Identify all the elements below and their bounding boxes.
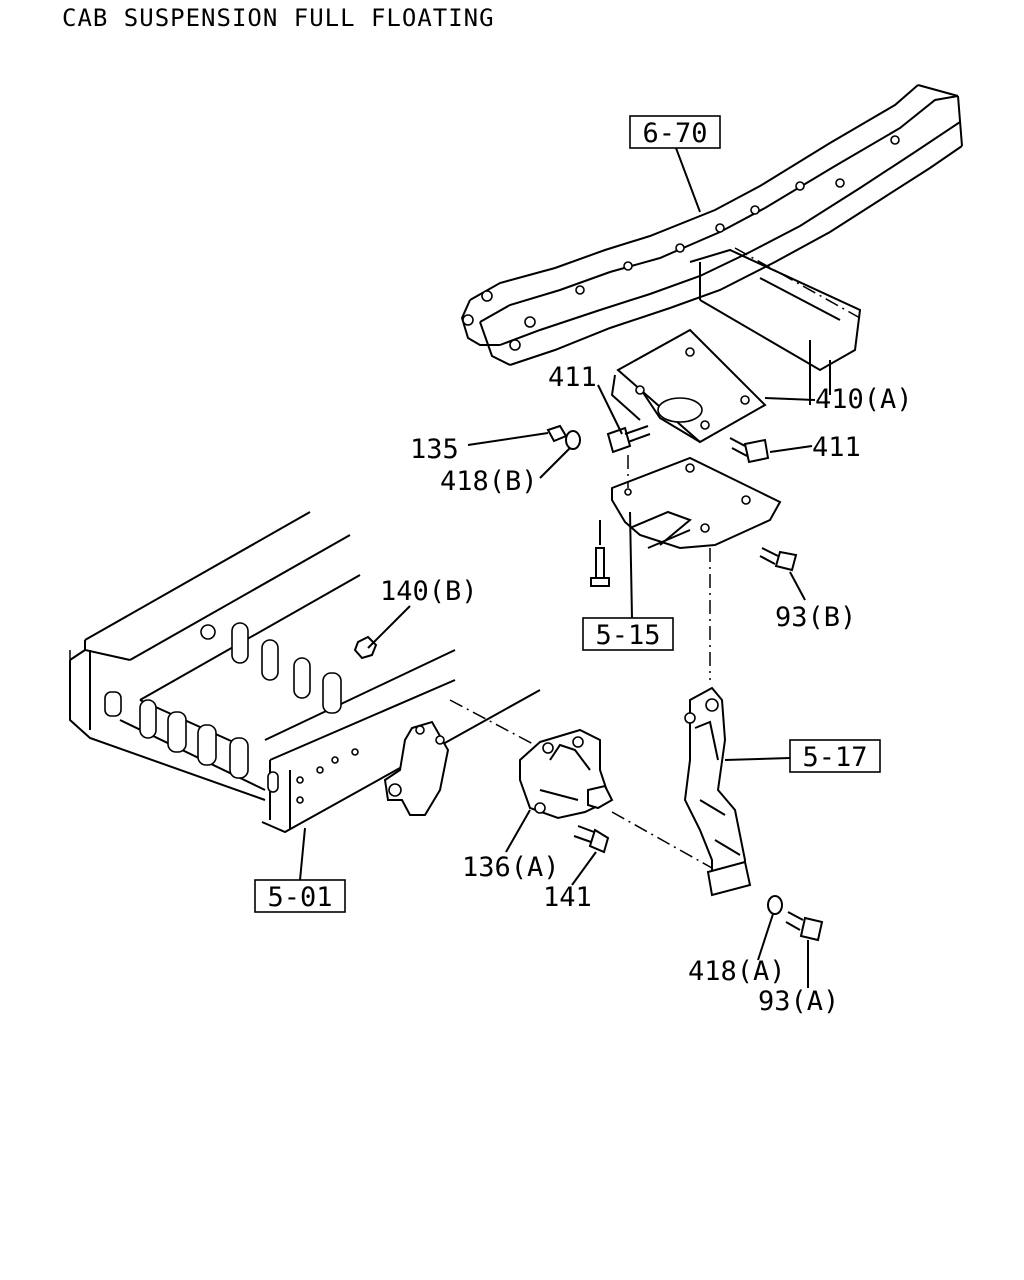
washer-418b [565, 430, 581, 450]
ref-5-17-label: 5-17 [802, 742, 867, 773]
callout-418b: 418(B) [440, 466, 538, 497]
lower-frame [69, 511, 541, 834]
nut-135 [546, 424, 568, 443]
bracket-410a [610, 328, 767, 444]
ref-5-15: 5-15 [582, 617, 674, 651]
callout-411-right: 411 [812, 432, 861, 463]
ref-6-70-label: 6-70 [642, 118, 707, 149]
ref-5-17: 5-17 [789, 739, 881, 773]
link-5-17 [683, 686, 752, 897]
plate-5-15 [590, 456, 798, 587]
callout-93b: 93(B) [775, 602, 856, 633]
washer-418a [767, 895, 783, 915]
callout-136a: 136(A) [462, 852, 560, 883]
callout-141: 141 [543, 882, 592, 913]
callout-93a: 93(A) [758, 986, 839, 1017]
callout-411-upper: 411 [548, 362, 597, 393]
diagram-title: CAB SUSPENSION FULL FLOATING [62, 4, 495, 32]
nut-140b [353, 635, 378, 660]
upper-frame-rail [460, 84, 963, 405]
bolt-411-right [729, 437, 770, 464]
ref-5-01-label: 5-01 [267, 882, 332, 913]
callout-135: 135 [410, 434, 459, 465]
bolt-141 [573, 825, 610, 854]
ref-6-70: 6-70 [629, 115, 721, 149]
callout-418a: 418(A) [688, 956, 786, 987]
callout-140b: 140(B) [380, 576, 478, 607]
ref-5-01: 5-01 [254, 879, 346, 913]
ref-5-15-label: 5-15 [595, 620, 660, 651]
bracket-136a [519, 728, 614, 820]
frame-bracket [383, 720, 450, 816]
bolt-93a [785, 911, 824, 942]
bolt-411-left [606, 425, 651, 454]
leader-lines [299, 147, 816, 988]
callout-410a: 410(A) [815, 384, 913, 415]
